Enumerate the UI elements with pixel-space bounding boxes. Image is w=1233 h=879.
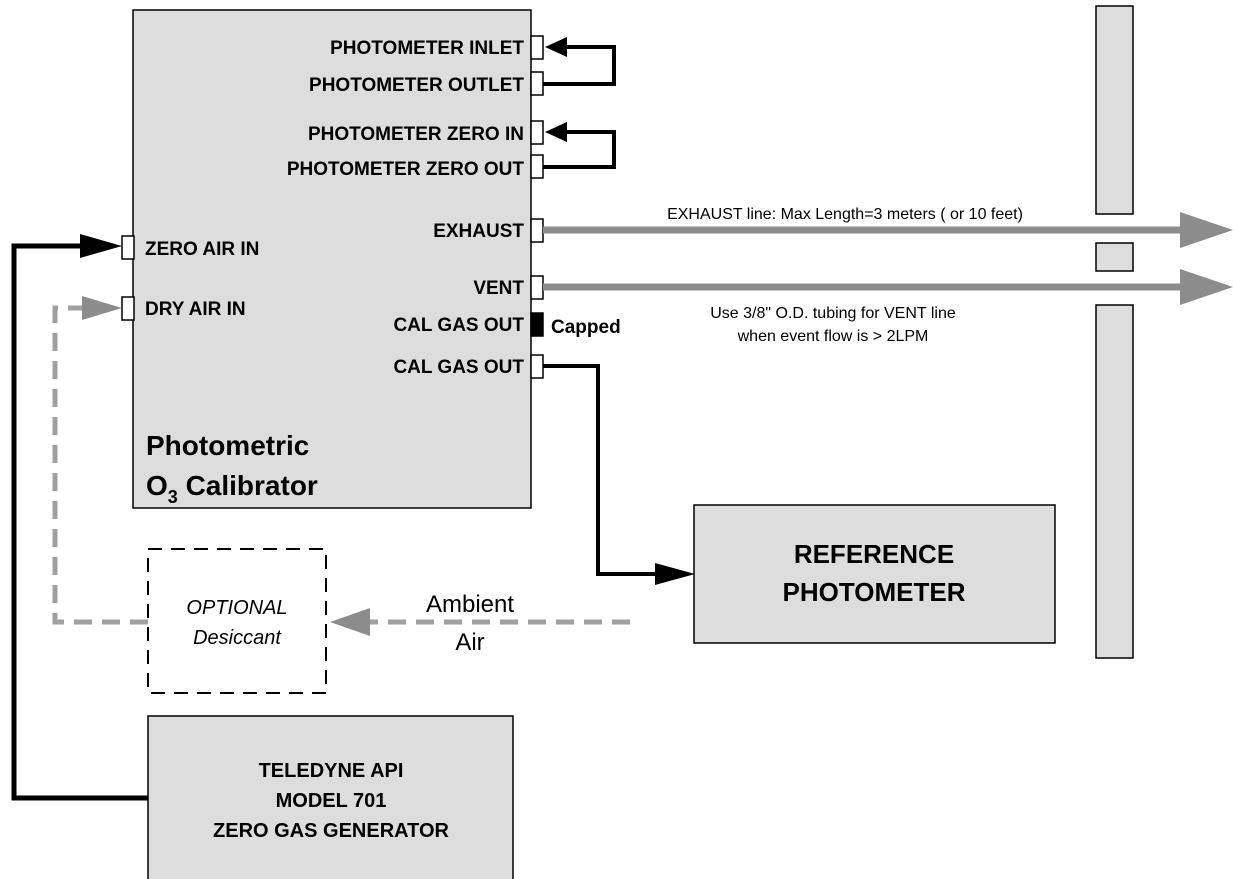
vent-note-line2: when event flow is > 2LPM (737, 328, 929, 345)
dry-air-line (52, 305, 148, 625)
label-photometer-outlet: PHOTOMETER OUTLET (309, 75, 524, 96)
reference-photometer-box (693, 504, 1056, 644)
zero-air-arrowhead (80, 234, 122, 258)
port-cal-gas-out (530, 354, 544, 379)
zero-gas-generator-line2: MODEL 701 (276, 790, 387, 812)
wall-segment-bottom (1095, 304, 1134, 659)
ambient-air-arrowhead (330, 608, 370, 636)
port-vent (530, 275, 544, 300)
label-photometer-zero-out: PHOTOMETER ZERO OUT (287, 159, 525, 180)
label-cal-gas-out: CAL GAS OUT (393, 357, 524, 378)
calibrator-box (132, 9, 532, 509)
label-photometer-zero-in: PHOTOMETER ZERO IN (308, 124, 524, 145)
label-exhaust: EXHAUST (433, 221, 524, 242)
port-photometer-inlet (530, 35, 544, 60)
desiccant-box (147, 548, 327, 694)
desiccant-line1: OPTIONAL (186, 597, 287, 619)
label-capped: Capped (551, 317, 621, 338)
reference-photometer-line1: REFERENCE (794, 539, 954, 569)
cal-gas-arrowhead (655, 563, 695, 585)
calibrator-title-line2: O3 Calibrator (146, 470, 318, 507)
ambient-air-line1: Ambient (426, 591, 514, 618)
loop-photometer-zero-out-to-zero-in (543, 130, 616, 169)
reference-photometer-line2: PHOTOMETER (783, 577, 966, 607)
wall-segment-top (1095, 5, 1134, 215)
port-photometer-zero-in (530, 120, 544, 145)
port-dry-air-in (121, 296, 135, 321)
port-cal-gas-out-capped (530, 312, 544, 337)
desiccant-line2: Desiccant (193, 627, 282, 649)
exhaust-arrowhead (1180, 212, 1233, 248)
wall-segment-middle (1095, 242, 1134, 272)
exhaust-note: EXHAUST line: Max Length=3 meters ( or 1… (667, 206, 1023, 223)
label-cal-gas-out-capped: CAL GAS OUT (393, 315, 524, 336)
zero-gas-generator-box (147, 715, 514, 879)
port-zero-air-in (121, 235, 135, 260)
label-dry-air-in: DRY AIR IN (145, 299, 246, 320)
loop-photometer-outlet-to-inlet (543, 45, 616, 86)
label-vent: VENT (473, 278, 524, 299)
cal-gas-line (543, 364, 672, 576)
calibrator-title-suffix: Calibrator (178, 470, 318, 501)
calibrator-title-line1: Photometric (146, 430, 309, 461)
vent-arrowhead (1180, 269, 1233, 305)
label-photometer-inlet: PHOTOMETER INLET (330, 38, 524, 59)
port-photometer-zero-out (530, 154, 544, 179)
zero-gas-generator-line3: ZERO GAS GENERATOR (213, 820, 450, 842)
vent-note-line1: Use 3/8" O.D. tubing for VENT line (710, 305, 956, 322)
label-zero-air-in: ZERO AIR IN (145, 239, 259, 260)
calibrator-title-o: O (146, 470, 168, 501)
arrowhead-photometer-zero-in (545, 122, 567, 142)
zero-air-line (11, 243, 148, 801)
dry-air-arrowhead (82, 296, 122, 320)
port-exhaust (530, 218, 544, 243)
port-photometer-outlet (530, 71, 544, 96)
calibrator-title-subscript: 3 (168, 487, 178, 507)
arrowhead-photometer-inlet (545, 37, 567, 57)
zero-gas-generator-line1: TELEDYNE API (259, 760, 404, 782)
ambient-air-line2: Air (455, 629, 484, 656)
